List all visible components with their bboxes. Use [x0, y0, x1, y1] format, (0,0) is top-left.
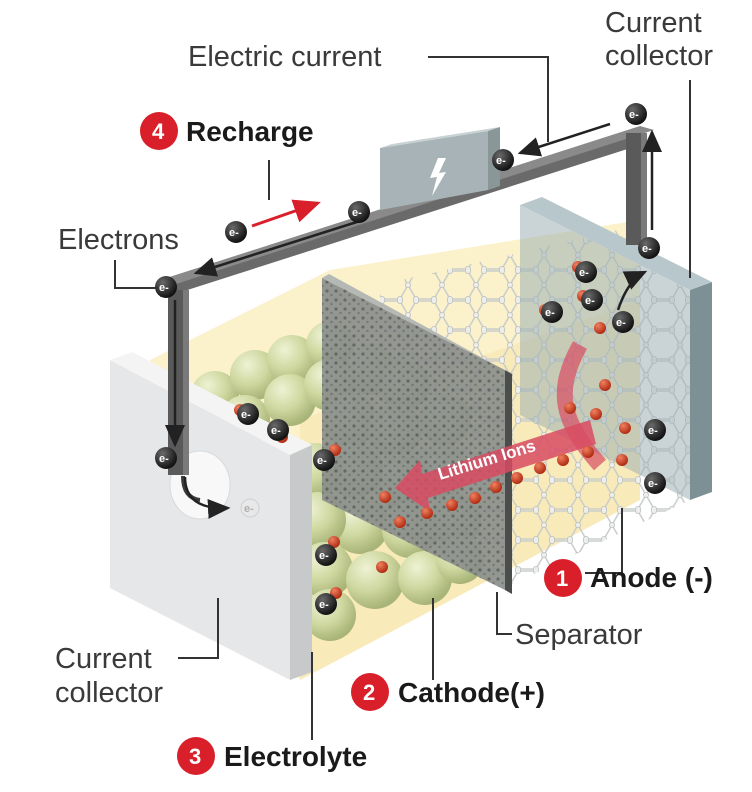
electric-current-label: Electric current	[188, 41, 381, 73]
svg-text:4: 4	[152, 119, 165, 144]
leader-lines	[114, 56, 691, 740]
svg-text:e-: e-	[642, 243, 652, 255]
lightning-bolt-icon	[430, 158, 446, 196]
svg-text:e-: e-	[648, 478, 658, 490]
lithium-ion-particles	[234, 261, 631, 599]
svg-text:e-: e-	[241, 409, 251, 421]
svg-text:e-: e-	[616, 317, 626, 329]
svg-text:e-: e-	[244, 503, 254, 515]
electron: e-	[225, 221, 247, 243]
electrolyte-label: Electrolyte	[224, 741, 367, 772]
svg-text:e-: e-	[319, 550, 329, 562]
current-collector-top-label-line2: collector	[605, 40, 713, 72]
electron: e-	[492, 149, 514, 171]
electron: e-	[315, 593, 337, 615]
anode-label: Anode (-)	[590, 562, 713, 593]
svg-text:e-: e-	[352, 207, 362, 219]
current-collector-top-label-line1: Current	[605, 7, 702, 39]
electrons-label: Electrons	[58, 224, 179, 256]
svg-text:e-: e-	[579, 267, 589, 279]
svg-text:1: 1	[556, 566, 568, 591]
electron: e-	[638, 237, 660, 259]
current-collector-bottom-label-line1: Current	[55, 643, 152, 675]
electron: e-	[612, 311, 634, 333]
electron: e-	[581, 289, 603, 311]
svg-text:e-: e-	[159, 453, 169, 465]
svg-text:e-: e-	[545, 307, 555, 319]
svg-text:e-: e-	[159, 282, 169, 294]
electron: e-	[644, 472, 666, 494]
separator-plate	[322, 274, 512, 594]
electrons: e- e- e- e- e- e- e- e- e- e- e- e- e- e…	[155, 103, 666, 615]
svg-text:e-: e-	[271, 425, 281, 437]
svg-text:e-: e-	[496, 155, 506, 167]
electron: e-	[267, 419, 289, 441]
electron: e-	[237, 403, 259, 425]
electron: e-	[644, 419, 666, 441]
electron: e-	[315, 544, 337, 566]
electron-released: e-	[240, 498, 260, 518]
current-collector-bottom-label-line2: collector	[55, 677, 163, 709]
electron: e-	[575, 261, 597, 283]
svg-text:e-: e-	[229, 227, 239, 239]
electrolyte-callout: 3 Electrolyte	[177, 737, 367, 775]
electron: e-	[155, 447, 177, 469]
recharge-callout: 4 Recharge	[140, 112, 314, 150]
current-flow-arrows	[165, 122, 662, 519]
electron: e-	[625, 103, 647, 125]
electron: e-	[313, 449, 335, 471]
svg-text:e-: e-	[317, 455, 327, 467]
anode-callout: 1 Anode (-)	[544, 559, 713, 597]
electron: e-	[541, 301, 563, 323]
svg-text:e-: e-	[319, 599, 329, 611]
svg-text:2: 2	[363, 680, 375, 705]
recharge-arrow	[251, 199, 321, 228]
svg-text:e-: e-	[629, 109, 639, 121]
electron: e-	[155, 276, 177, 298]
load-device	[380, 127, 500, 210]
svg-text:e-: e-	[585, 295, 595, 307]
svg-text:3: 3	[189, 744, 201, 769]
recharge-label: Recharge	[186, 116, 314, 147]
electron: e-	[348, 201, 370, 223]
cathode-label: Cathode(+)	[398, 677, 545, 708]
separator-label: Separator	[515, 619, 643, 651]
cathode-callout: 2 Cathode(+)	[351, 673, 545, 711]
svg-text:e-: e-	[648, 425, 658, 437]
